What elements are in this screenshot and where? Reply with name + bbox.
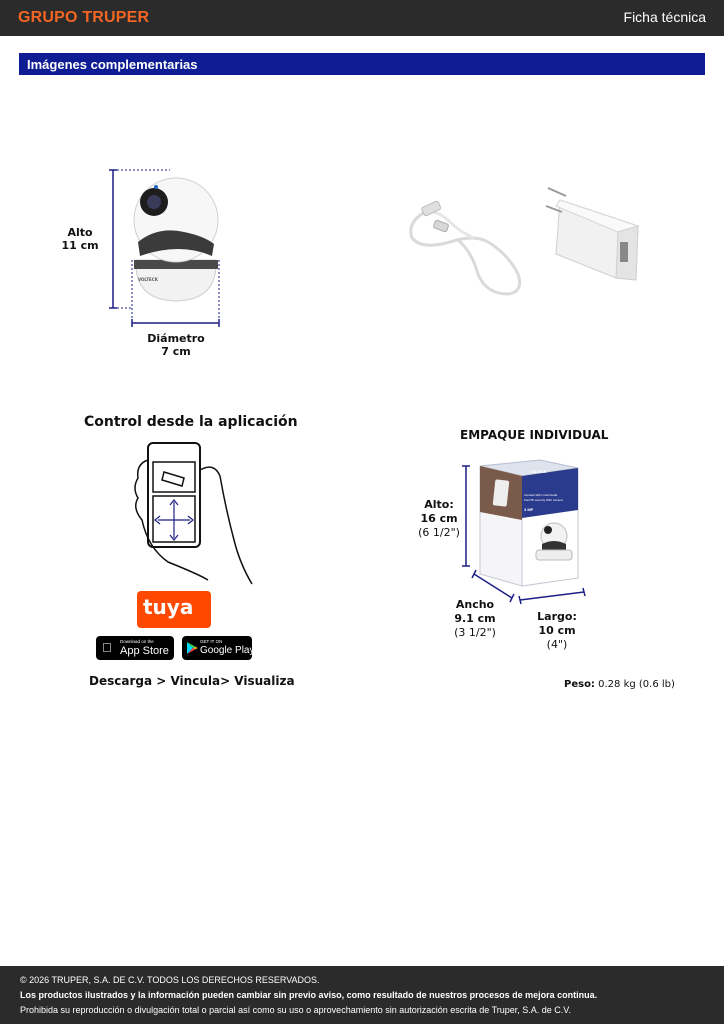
phone-hand-illustration (134, 442, 253, 585)
camera-brand-mark: VOLTECK (138, 277, 158, 282)
package-length-value: 10 cm (538, 624, 576, 637)
tuya-logo-text: tuya (143, 595, 194, 619)
package-width-title: Ancho (455, 598, 495, 611)
section-header: Imágenes complementarias (19, 53, 705, 75)
apple-icon:  (102, 640, 112, 655)
app-store-badge[interactable]:  Download on the App Store (96, 636, 174, 660)
footer-prohibition: Prohibida su reproducción o divulgación … (20, 1005, 571, 1015)
box-text-en: Pan/Tilt security WiFi camera (524, 498, 563, 502)
app-control-title: Control desde la aplicación (84, 414, 298, 430)
package-box-image (462, 459, 586, 605)
footer-copyright: © 2026 TRUPER, S.A. DE C.V. TODOS LOS DE… (20, 975, 320, 985)
usb-cable-and-adapter-image (409, 187, 640, 296)
camera-height-label: Alto 11 cm (58, 226, 102, 252)
package-length-label: Largo: 10 cm (4") (532, 610, 582, 651)
package-height-title: Alto: (424, 498, 454, 511)
package-weight-value: 0.28 kg (0.6 lb) (598, 679, 675, 690)
app-store-text: App Store (120, 645, 169, 657)
header-bar: GRUPO TRUPER Ficha técnica (0, 0, 724, 36)
camera-height-value: 11 cm (61, 239, 99, 252)
footer-notice: Los productos ilustrados y la informació… (20, 990, 598, 1000)
google-play-icon (187, 642, 198, 654)
app-steps: Descarga > Vincula> Visualiza (89, 674, 295, 688)
package-weight: Peso: 0.28 kg (0.6 lb) (564, 679, 675, 690)
package-length-title: Largo: (537, 610, 577, 623)
google-play-text: Google Play (200, 645, 255, 656)
package-title: EMPAQUE INDIVIDUAL (460, 428, 609, 442)
box-megapixel: 3 MP (524, 507, 534, 512)
package-height-label: Alto: 16 cm (6 1/2") (414, 498, 464, 539)
truper-logo: GRUPO TRUPER (18, 9, 150, 26)
footer-bar: © 2026 TRUPER, S.A. DE C.V. TODOS LOS DE… (0, 966, 724, 1024)
app-store-small-text: Download on the (120, 639, 154, 644)
box-text-es: Cámara WiFi motorizada (524, 493, 558, 497)
tuya-logo: tuya (137, 591, 211, 628)
section-title: Imágenes complementarias (27, 57, 198, 72)
package-width-value: 9.1 cm (454, 612, 496, 625)
package-width-inch: (3 1/2") (454, 626, 496, 639)
camera-diameter-value: 7 cm (161, 345, 191, 358)
camera-height-title: Alto (67, 226, 93, 239)
camera-diameter-label: Diámetro 7 cm (140, 332, 212, 358)
package-width-label: Ancho 9.1 cm (3 1/2") (448, 598, 502, 639)
document-type: Ficha técnica (623, 9, 706, 25)
package-height-inch: (6 1/2") (418, 526, 460, 539)
package-height-value: 16 cm (420, 512, 458, 525)
camera-diameter-title: Diámetro (147, 332, 205, 345)
package-weight-label: Peso: (564, 679, 595, 690)
google-play-small-text: GET IT ON (200, 639, 223, 644)
box-brand-mark: VOLTECK (530, 470, 547, 474)
package-length-inch: (4") (546, 638, 568, 651)
camera-dimensions-image (109, 169, 220, 327)
google-play-badge[interactable]: GET IT ON Google Play (182, 636, 255, 660)
